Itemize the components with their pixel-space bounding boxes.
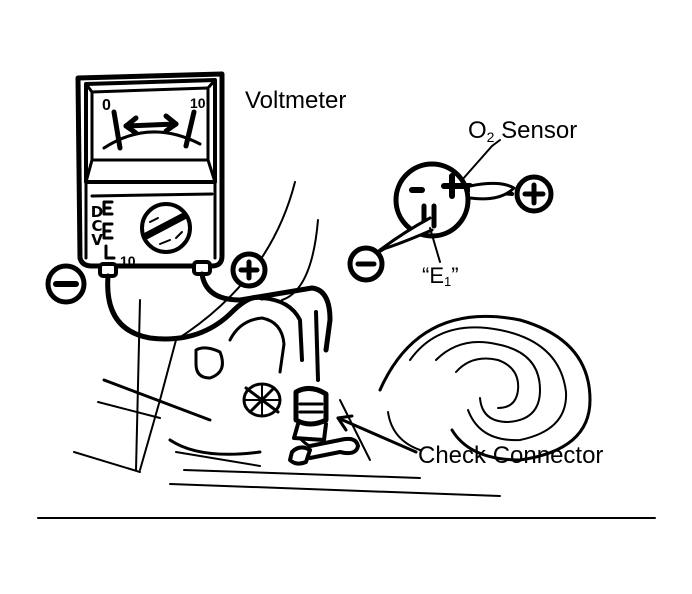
e1-label-close: ” xyxy=(451,263,459,288)
o2-label-rest: Sensor xyxy=(494,117,578,144)
o2-sensor-label: O2 Sensor xyxy=(468,117,578,145)
dial-letter-d: D xyxy=(90,203,104,221)
check-connector xyxy=(288,386,418,466)
plus-circle-icon xyxy=(230,251,268,289)
e1-label-main: “E xyxy=(422,263,444,288)
o2-sensor-connector xyxy=(376,139,516,263)
engine-compartment xyxy=(73,181,592,497)
o2-label-subscript: 2 xyxy=(486,129,495,145)
meter-dial-letters: D C V xyxy=(90,203,104,249)
voltmeter-label: Voltmeter xyxy=(245,87,347,114)
minus-circle-icon xyxy=(45,263,87,305)
test-leads xyxy=(105,271,333,382)
dial-letter-c: C xyxy=(91,217,103,235)
o2-label-main: O xyxy=(468,117,487,144)
meter-scale-right: 10 xyxy=(190,95,206,111)
check-connector-label: Check Connector xyxy=(418,442,604,469)
e1-label-subscript: 1 xyxy=(444,274,452,289)
plus-circle-icon xyxy=(514,174,554,214)
minus-circle-icon xyxy=(347,245,385,283)
meter-scale-left: 0 xyxy=(102,97,111,114)
meter-range-number: 10 xyxy=(120,253,136,269)
voltmeter xyxy=(75,71,225,278)
dial-letter-v: V xyxy=(91,231,103,249)
e1-terminal-label: “E1” xyxy=(422,263,459,289)
